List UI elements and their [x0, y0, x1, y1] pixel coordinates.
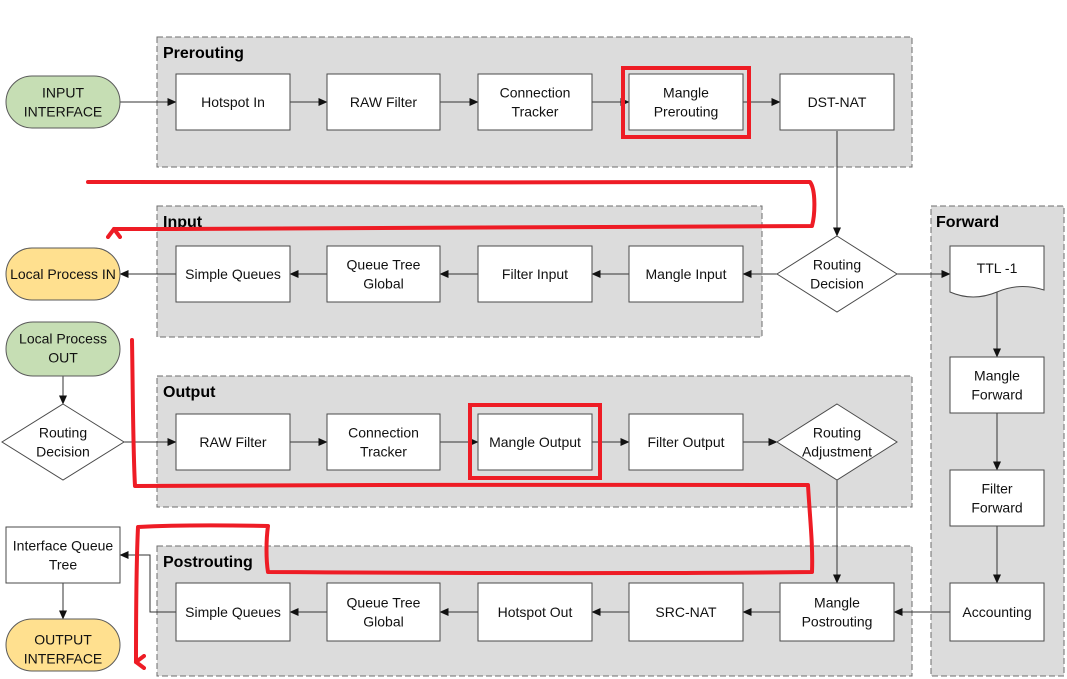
- node-label: Local Process IN: [10, 266, 116, 282]
- node-label: RAW Filter: [350, 94, 417, 110]
- node-label: Filter Input: [502, 266, 568, 282]
- node-ttl: TTL -1: [949, 245, 1045, 298]
- highlight-mangle-prerouting: [621, 66, 751, 139]
- node-filter-output: Filter Output: [628, 413, 744, 471]
- node-raw-filter-output: RAW Filter: [175, 413, 291, 471]
- red-path-input-loop: [86, 180, 817, 240]
- group-title-output: Output: [163, 384, 216, 401]
- node-label: Simple Queues: [185, 604, 281, 620]
- node-simple-queues-input: Simple Queues: [175, 245, 291, 303]
- node-mangle-input: Mangle Input: [628, 245, 744, 303]
- node-filter-input: Filter Input: [477, 245, 593, 303]
- node-mangle-output: Mangle Output: [477, 413, 593, 471]
- node-label: Hotspot In: [201, 94, 265, 110]
- group-title-prerouting: Prerouting: [163, 45, 244, 62]
- group-title-forward: Forward: [936, 214, 999, 231]
- node-label: Hotspot Out: [498, 604, 573, 620]
- node-label: Mangle Output: [489, 434, 581, 450]
- node-hotspot-out: Hotspot Out: [477, 582, 593, 642]
- node-accounting: Accounting: [949, 582, 1045, 642]
- node-label: Accounting: [962, 604, 1031, 620]
- node-label: Mangle Input: [646, 266, 727, 282]
- terminal-local-process-in: Local Process IN: [5, 247, 121, 301]
- node-raw-filter-prerouting: RAW Filter: [326, 73, 441, 131]
- node-simple-queues-postrouting: Simple Queues: [175, 582, 291, 642]
- highlight-mangle-output: [468, 403, 602, 480]
- connectors: [59, 98, 1001, 620]
- node-hotspot-in: Hotspot In: [175, 73, 291, 131]
- node-label: RAW Filter: [199, 434, 266, 450]
- node-dst-nat: DST-NAT: [779, 73, 895, 131]
- node-src-nat: SRC-NAT: [628, 582, 744, 642]
- node-label: Filter Output: [647, 434, 724, 450]
- red-path-output-loop: [130, 338, 815, 671]
- node-label: DST-NAT: [808, 94, 867, 110]
- node-label: SRC-NAT: [655, 604, 717, 620]
- group-title-input: Input: [163, 214, 203, 231]
- group-title-postrouting: Postrouting: [163, 554, 253, 571]
- node-label: Simple Queues: [185, 266, 281, 282]
- node-label: TTL -1: [977, 260, 1018, 276]
